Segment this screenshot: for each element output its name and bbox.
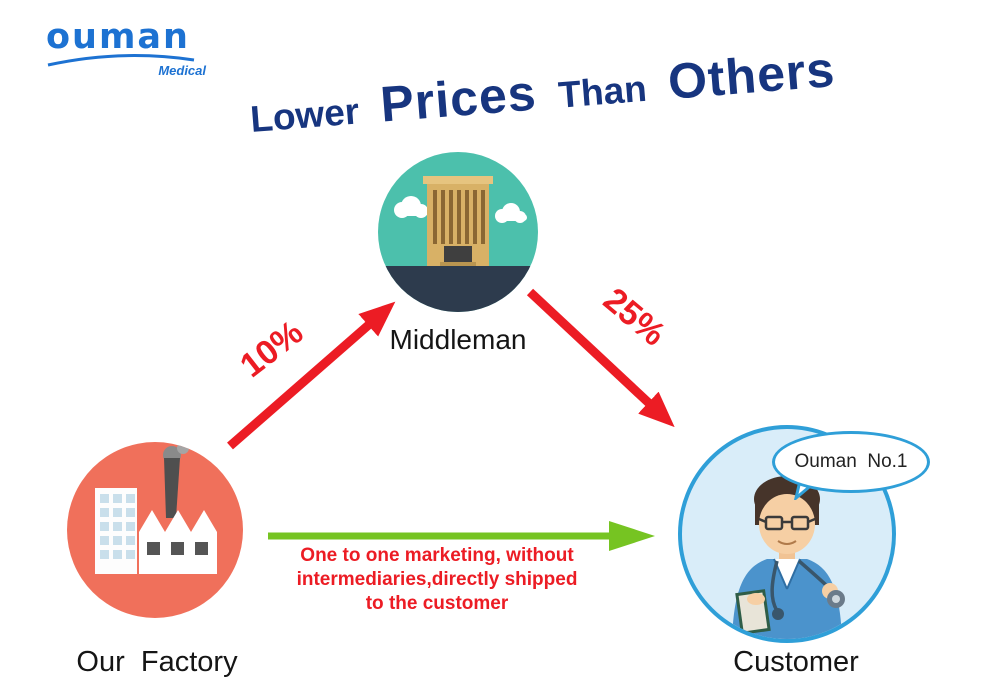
brand-tagline: Medical [158,63,206,78]
brand-logo: ouman Medical [46,17,206,79]
page-title: Lower Prices Than Others [248,40,837,144]
title-word: Others [665,41,838,111]
title-word: Lower [248,90,361,140]
factory-icon [95,442,217,574]
logo-swoosh-icon [47,54,195,67]
markup-25-percent-label: 25% [596,280,673,354]
factory-label: Our Factory [76,646,238,678]
middleman-node [378,152,538,312]
markup-10-percent-label: 10% [233,313,311,386]
customer-label: Customer [733,646,859,678]
brand-name: ouman [46,17,190,57]
direct-marketing-line: to the customer [365,592,509,614]
direct-marketing-line: intermediaries,directly shipped [296,568,578,590]
direct-marketing-line: One to one marketing, without [300,545,574,566]
middleman-label: Middleman [389,324,527,355]
title-word: Prices [378,64,539,133]
title-word: Than [556,67,649,116]
office-building-icon [378,176,538,312]
speech-bubble: Ouman No.1 [772,431,930,493]
direct-marketing-text: One to one marketing, without intermedia… [262,544,612,615]
factory-node [67,442,243,618]
